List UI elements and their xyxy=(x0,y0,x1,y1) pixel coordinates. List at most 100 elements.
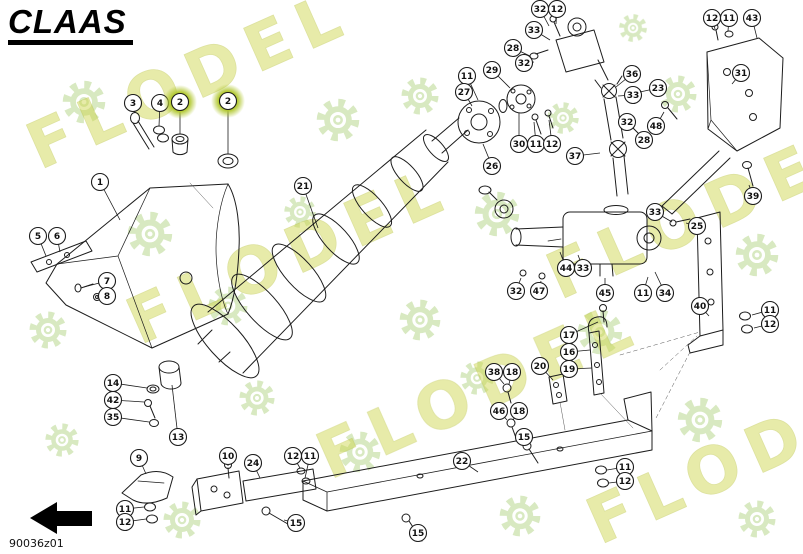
part-balloon[interactable]: 46 xyxy=(489,401,509,421)
part-balloon[interactable]: 39 xyxy=(743,184,763,206)
balloon-circle xyxy=(760,314,780,334)
balloon-number: 11 xyxy=(530,140,543,150)
part-balloon[interactable]: 32 xyxy=(514,53,535,73)
balloon-circle xyxy=(286,513,306,533)
part-balloon[interactable]: 22 xyxy=(452,451,479,473)
balloon-number: 7 xyxy=(104,277,110,287)
part-balloon[interactable]: 11 xyxy=(751,300,780,320)
balloon-circle xyxy=(573,258,593,278)
part-balloon-highlighted[interactable]: 2 xyxy=(163,85,197,134)
balloon-circle xyxy=(542,134,562,154)
part-balloon[interactable]: 15 xyxy=(408,523,428,543)
part-balloon[interactable]: 40 xyxy=(690,296,710,317)
balloon-number: 36 xyxy=(626,70,639,80)
balloon-number: 25 xyxy=(691,222,704,232)
part-balloon[interactable]: 27 xyxy=(454,82,474,107)
balloon-number: 32 xyxy=(510,287,523,297)
balloon-circle xyxy=(719,8,739,28)
balloon-circle xyxy=(547,0,567,19)
balloon-number: 17 xyxy=(563,331,576,341)
part-balloon[interactable]: 3 xyxy=(123,93,143,114)
part-balloon[interactable]: 12 xyxy=(608,471,635,491)
part-balloon[interactable]: 19 xyxy=(559,359,593,379)
part-balloon[interactable]: 33 xyxy=(524,20,551,41)
part-balloon[interactable]: 31 xyxy=(731,63,751,85)
part-balloon[interactable]: 33 xyxy=(617,85,643,105)
part-balloon[interactable]: 23 xyxy=(639,78,668,98)
part-balloon[interactable]: 32 xyxy=(506,277,526,301)
part-balloon[interactable]: 11 xyxy=(115,499,145,519)
part-balloon[interactable]: 44 xyxy=(556,251,576,278)
part-balloon[interactable]: 12 xyxy=(283,446,303,469)
part-balloon[interactable]: 12 xyxy=(547,0,567,25)
part-balloon[interactable]: 43 xyxy=(742,8,762,39)
part-balloon[interactable]: 12 xyxy=(115,512,147,532)
part-balloon[interactable]: 11 xyxy=(300,446,320,479)
part-balloon[interactable]: 17 xyxy=(559,321,599,345)
part-balloon[interactable]: 1 xyxy=(90,172,121,221)
part-balloon[interactable]: 15 xyxy=(514,427,534,447)
part-balloon[interactable]: 25 xyxy=(685,216,707,236)
balloon-number: 29 xyxy=(486,66,499,76)
part-balloon[interactable]: 16 xyxy=(559,342,591,362)
part-balloon[interactable]: 12 xyxy=(542,119,562,154)
part-balloon[interactable]: 45 xyxy=(595,278,615,303)
balloon-circle xyxy=(168,427,188,447)
part-balloon[interactable]: 21 xyxy=(293,176,319,229)
part-balloon[interactable]: 11 xyxy=(606,457,635,477)
balloon-number: 16 xyxy=(563,348,576,358)
part-balloon[interactable]: 32 xyxy=(617,112,637,132)
direction-arrow xyxy=(30,502,92,534)
part-balloon[interactable]: 29 xyxy=(482,60,511,89)
part-balloon[interactable]: 42 xyxy=(103,390,145,410)
balloon-circle xyxy=(530,356,550,376)
part-balloon[interactable]: 10 xyxy=(218,446,238,467)
part-balloon[interactable]: 11 xyxy=(526,121,546,154)
part-balloon[interactable]: 36 xyxy=(615,64,642,88)
balloon-circle xyxy=(514,53,534,73)
part-balloon[interactable]: 6 xyxy=(47,226,67,253)
part-balloon[interactable]: 13 xyxy=(168,384,188,447)
part-balloon[interactable]: 12 xyxy=(702,8,722,30)
part-balloon[interactable]: 26 xyxy=(482,143,502,176)
part-balloon[interactable]: 11 xyxy=(719,8,739,32)
part-balloon[interactable]: 12 xyxy=(753,314,780,334)
part-balloon[interactable]: 9 xyxy=(129,448,149,475)
part-balloon[interactable]: 18 xyxy=(502,362,522,385)
balloon-circle xyxy=(503,38,523,58)
part-balloon[interactable]: 18 xyxy=(509,401,529,421)
part-balloon[interactable]: 48 xyxy=(646,111,666,136)
balloon-circle xyxy=(559,359,579,379)
balloon-number: 11 xyxy=(461,72,474,82)
part-balloon[interactable]: 14 xyxy=(103,373,148,393)
balloon-number: 18 xyxy=(513,407,526,417)
claas-logo: CLAAS xyxy=(8,5,133,45)
part-balloon[interactable]: 34 xyxy=(654,271,675,303)
part-balloon[interactable]: 11 xyxy=(633,276,653,303)
balloon-number: 18 xyxy=(506,368,519,378)
balloon-number: 39 xyxy=(747,192,760,202)
part-balloon[interactable]: 28 xyxy=(634,130,654,150)
part-balloon[interactable]: 28 xyxy=(503,38,531,58)
part-balloon[interactable]: 47 xyxy=(529,280,549,301)
balloon-number: 38 xyxy=(488,368,501,378)
part-balloon[interactable]: 15 xyxy=(283,513,306,533)
part-balloon[interactable]: 33 xyxy=(645,202,673,223)
balloon-number: 33 xyxy=(627,91,640,101)
balloon-number: 12 xyxy=(551,5,564,15)
part-balloon[interactable]: 5 xyxy=(28,226,48,257)
part-balloon[interactable]: 37 xyxy=(565,146,601,166)
balloon-number: 8 xyxy=(104,292,110,302)
part-balloon-highlighted[interactable]: 2 xyxy=(211,84,245,154)
part-balloon[interactable]: 8 xyxy=(96,286,117,306)
part-balloon[interactable]: 33 xyxy=(573,254,593,278)
part-balloon[interactable]: 30 xyxy=(509,113,529,154)
balloon-circle xyxy=(731,63,751,83)
part-balloon[interactable]: 38 xyxy=(484,362,505,385)
part-balloon[interactable]: 24 xyxy=(243,453,263,479)
part-balloon[interactable]: 35 xyxy=(103,407,150,427)
part-balloon[interactable]: 11 xyxy=(457,66,479,101)
part-balloon[interactable]: 7 xyxy=(83,271,117,291)
part-balloon[interactable]: 20 xyxy=(530,356,554,381)
balloon-number: 11 xyxy=(723,14,736,24)
